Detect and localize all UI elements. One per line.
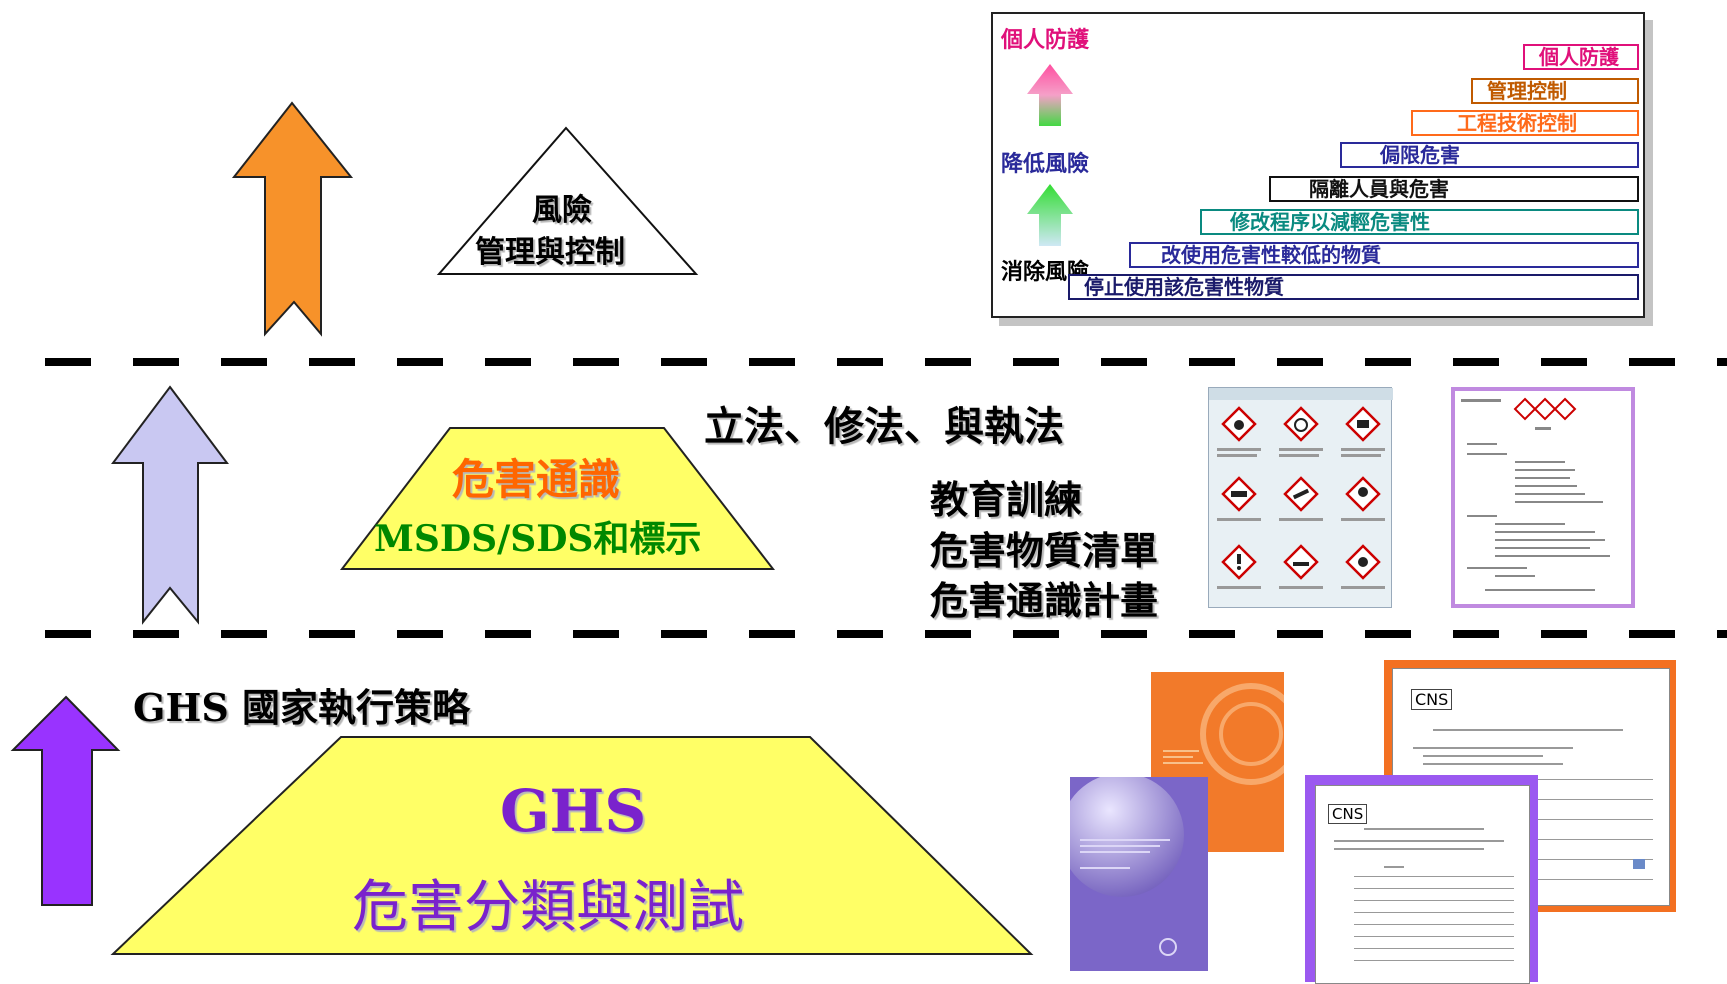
hierarchy-of-controls: 個人防護 降低風險 消除風險 個人防護 管理控制 工程技術控制 侷限危害 隔離人… [991, 12, 1645, 318]
gradient-arrow-green [1027, 184, 1073, 246]
label-sample-content [1461, 397, 1610, 591]
cns-doc2-logo: CNS [1328, 804, 1368, 824]
risk-triangle [436, 126, 699, 275]
hierarchy-step-ppe: 個人防護 [1523, 44, 1639, 70]
hierarchy-side-top: 個人防護 [1001, 27, 1090, 53]
hierarchy-step-substitution: 改使用危害性較低的物質 [1129, 242, 1639, 268]
hazcom-item-training: 教育訓練 [930, 477, 1083, 522]
hierarchy-step-isolation: 隔離人員與危害 [1269, 176, 1639, 202]
hazcom-trapezoid [339, 427, 776, 570]
ghs-pictogram-chart [1208, 387, 1393, 608]
arrow-up-purple [10, 695, 121, 906]
hierarchy-step-containment: 侷限危害 [1340, 142, 1639, 168]
hierarchy-side-middle: 降低風險 [1001, 151, 1090, 177]
ghs-purple-book [1060, 773, 1208, 971]
hierarchy-step-elimination: 停止使用該危害性物質 [1068, 274, 1639, 300]
ghs-subtitle: 危害分類與測試 [352, 875, 744, 940]
hierarchy-step-modify-process: 修改程序以減輕危害性 [1200, 209, 1639, 235]
globe-graphic [1060, 773, 1184, 956]
law-text: 立法、修法、與執法 [704, 403, 1064, 450]
cns-doc1-logo: CNS [1411, 689, 1453, 710]
ghs-trapezoid [110, 736, 1034, 955]
hazard-label-sample [1451, 387, 1635, 608]
cns-doc2-lines [1334, 828, 1514, 961]
hazcom-title: 危害通識 [452, 455, 621, 504]
hazcom-subtitle: MSDS/SDS和標示 [374, 518, 702, 560]
risk-label-line1: 風險 [532, 193, 592, 228]
ghs-strategy-label: GHS 國家執行策略 [133, 685, 471, 730]
hazcom-item-plan: 危害通識計畫 [930, 578, 1159, 623]
gradient-arrow-pink [1027, 64, 1073, 126]
risk-label-line2: 管理與控制 [475, 235, 625, 270]
arrow-up-lavender [111, 385, 229, 625]
cns-doc2-page: CNS [1315, 785, 1530, 984]
pictogram-oxidizer [1283, 406, 1319, 442]
cns-doc1-lines [1413, 729, 1653, 880]
hazcom-item-inventory: 危害物質清單 [930, 528, 1159, 573]
hierarchy-step-engineering: 工程技術控制 [1411, 110, 1639, 136]
cns-standard-document-2: CNS [1305, 775, 1538, 984]
hierarchy-step-admin: 管理控制 [1471, 78, 1639, 104]
pictogram-grid [1209, 388, 1393, 589]
arrow-up-orange [231, 101, 354, 337]
ghs-title: GHS [500, 777, 647, 845]
